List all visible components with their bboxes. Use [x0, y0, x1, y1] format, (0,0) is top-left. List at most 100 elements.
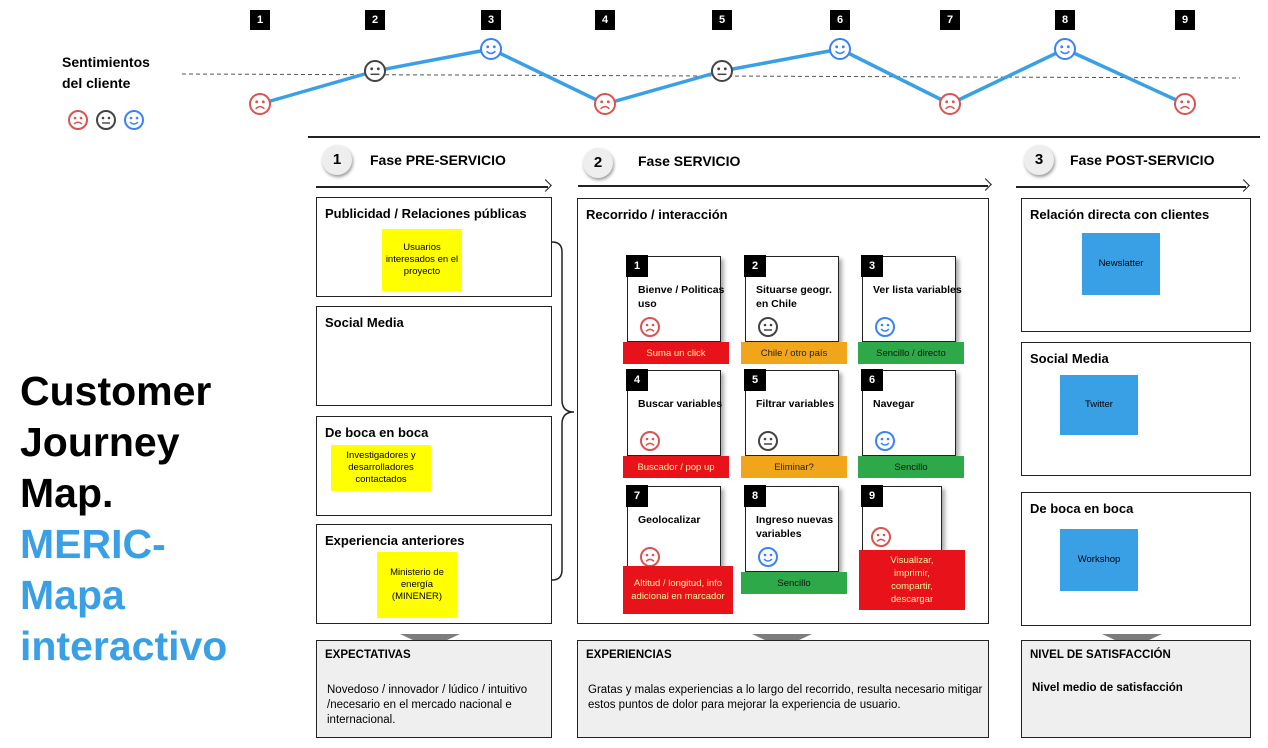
step-number: 7 [626, 485, 648, 507]
sentiment-segment [490, 47, 606, 106]
step-tag: Suma un click [623, 342, 729, 364]
title-line6: interactivo [20, 623, 228, 669]
sad-face-icon [68, 110, 88, 130]
step-label: Buscar variables [638, 398, 723, 410]
step-number-badge: 1 [250, 10, 270, 30]
phase-3-arrow [1016, 186, 1246, 188]
step-number: 8 [744, 485, 766, 507]
sad-face-icon [1174, 93, 1196, 115]
sentiment-segment [259, 69, 376, 106]
sticky-note: Twitter [1060, 375, 1138, 435]
happy-face-icon [480, 38, 502, 60]
step-number-badge: 8 [1055, 10, 1075, 30]
post-box-word-of-mouth: De boca en boca Workshop [1021, 492, 1251, 626]
step-tag: Sencillo [858, 456, 964, 478]
summary-body: Novedoso / innovador / lúdico / intuitiv… [327, 684, 528, 726]
sentiment-segment [604, 69, 723, 106]
sentiment-segment [721, 47, 841, 73]
neutral-face-icon [711, 60, 733, 82]
summary-satisfaction: NIVEL DE SATISFACCIÓN Nivel medio de sat… [1021, 640, 1251, 738]
step-tag: Chile / otro país [741, 342, 847, 364]
step-number: 5 [744, 369, 766, 391]
pre-box-title: De boca en boca [325, 425, 429, 440]
pre-box-word-of-mouth: De boca en boca Investigadores y desarro… [316, 416, 552, 516]
step-number: 6 [861, 369, 883, 391]
phase-3-number: 3 [1024, 145, 1054, 175]
sticky-note: Investigadores y desarrolladores contact… [331, 445, 431, 491]
main-title: Customer Journey Map. MERIC- Mapa intera… [20, 366, 227, 672]
step-label: Situarse geogr. en Chile [756, 284, 832, 310]
step-number: 9 [861, 485, 883, 507]
step-tag: Sencillo [741, 572, 847, 594]
service-box-title: Recorrido / interacción [586, 207, 728, 222]
sticky-note: Usuarios interesados en el proyecto [382, 229, 462, 291]
sad-face-icon [640, 431, 660, 451]
pre-box-title: Publicidad / Relaciones públicas [325, 206, 527, 221]
phase-1-arrow [316, 186, 548, 188]
step-number-badge: 2 [365, 10, 385, 30]
phase-2-arrow [578, 185, 988, 187]
step-label: Ingreso nuevas variables [756, 514, 834, 540]
sad-face-icon [249, 93, 271, 115]
summary-title: NIVEL DE SATISFACCIÓN [1030, 649, 1171, 661]
step-tag: Altitud / longitud, info adicional en ma… [623, 566, 733, 614]
title-line4: MERIC- [20, 521, 166, 567]
summary-body: Nivel medio de satisfacción [1032, 682, 1183, 694]
neutral-face-icon [758, 317, 778, 337]
sad-face-icon [939, 93, 961, 115]
phase-2-title: Fase SERVICIO [638, 153, 741, 169]
sad-face-icon [594, 93, 616, 115]
summary-expectations: EXPECTATIVAS Novedoso / innovador / lúdi… [316, 640, 552, 738]
happy-face-icon [875, 431, 895, 451]
step-number-badge: 7 [940, 10, 960, 30]
happy-face-icon [758, 547, 778, 567]
sticky-note: Newslatter [1082, 233, 1160, 295]
step-number-badge: 5 [712, 10, 732, 30]
step-number-badge: 3 [481, 10, 501, 30]
pre-bracket [551, 241, 575, 581]
phase-divider [308, 136, 1260, 138]
title-line5: Mapa [20, 572, 125, 618]
step-number-badge: 4 [595, 10, 615, 30]
pre-box-advertising: Publicidad / Relaciones públicas Usuario… [316, 197, 552, 297]
sad-face-icon [640, 317, 660, 337]
step-number: 2 [744, 255, 766, 277]
post-box-title: Relación directa con clientes [1030, 207, 1210, 222]
sentiment-label: Sentimientos del cliente [62, 52, 150, 94]
sentiment-segment [949, 47, 1066, 106]
step-label: Ver lista variables [873, 284, 962, 296]
sad-face-icon [871, 527, 891, 547]
step-tag: Sencillo / directo [858, 342, 964, 364]
post-box-title: Social Media [1030, 351, 1109, 366]
step-tag: Eliminar? [741, 456, 847, 478]
sentiment-label-line2: del cliente [62, 75, 131, 91]
phase-1-title: Fase PRE-SERVICIO [370, 152, 506, 168]
step-number: 3 [861, 255, 883, 277]
step-number-badge: 9 [1175, 10, 1195, 30]
neutral-face-icon [758, 431, 778, 451]
step-tag: Visualizar, imprimir, compartir, descarg… [859, 550, 965, 610]
summary-title: EXPERIENCIAS [586, 649, 672, 661]
post-box-social: Social Media Twitter [1021, 342, 1251, 476]
step-label: Bienve / Politicas uso [638, 284, 725, 310]
sentiment-segment [1064, 47, 1186, 106]
sticky-note: Workshop [1060, 529, 1138, 591]
step-label: Filtrar variables [756, 398, 835, 410]
happy-face-icon [829, 38, 851, 60]
summary-experiences: EXPERIENCIAS Gratas y malas experiencias… [577, 640, 989, 738]
phase-2-number: 2 [583, 148, 613, 178]
phase-3-title: Fase POST-SERVICIO [1070, 152, 1215, 168]
sentiment-segment [839, 47, 951, 106]
happy-face-icon [875, 317, 895, 337]
step-number: 4 [626, 369, 648, 391]
happy-face-icon [1054, 38, 1076, 60]
step-label: Geolocalizar [638, 514, 701, 526]
pre-box-title: Experiencia anteriores [325, 533, 465, 548]
title-line2: Journey [20, 419, 180, 465]
summary-body: Gratas y malas experiencias a lo largo d… [588, 684, 983, 711]
